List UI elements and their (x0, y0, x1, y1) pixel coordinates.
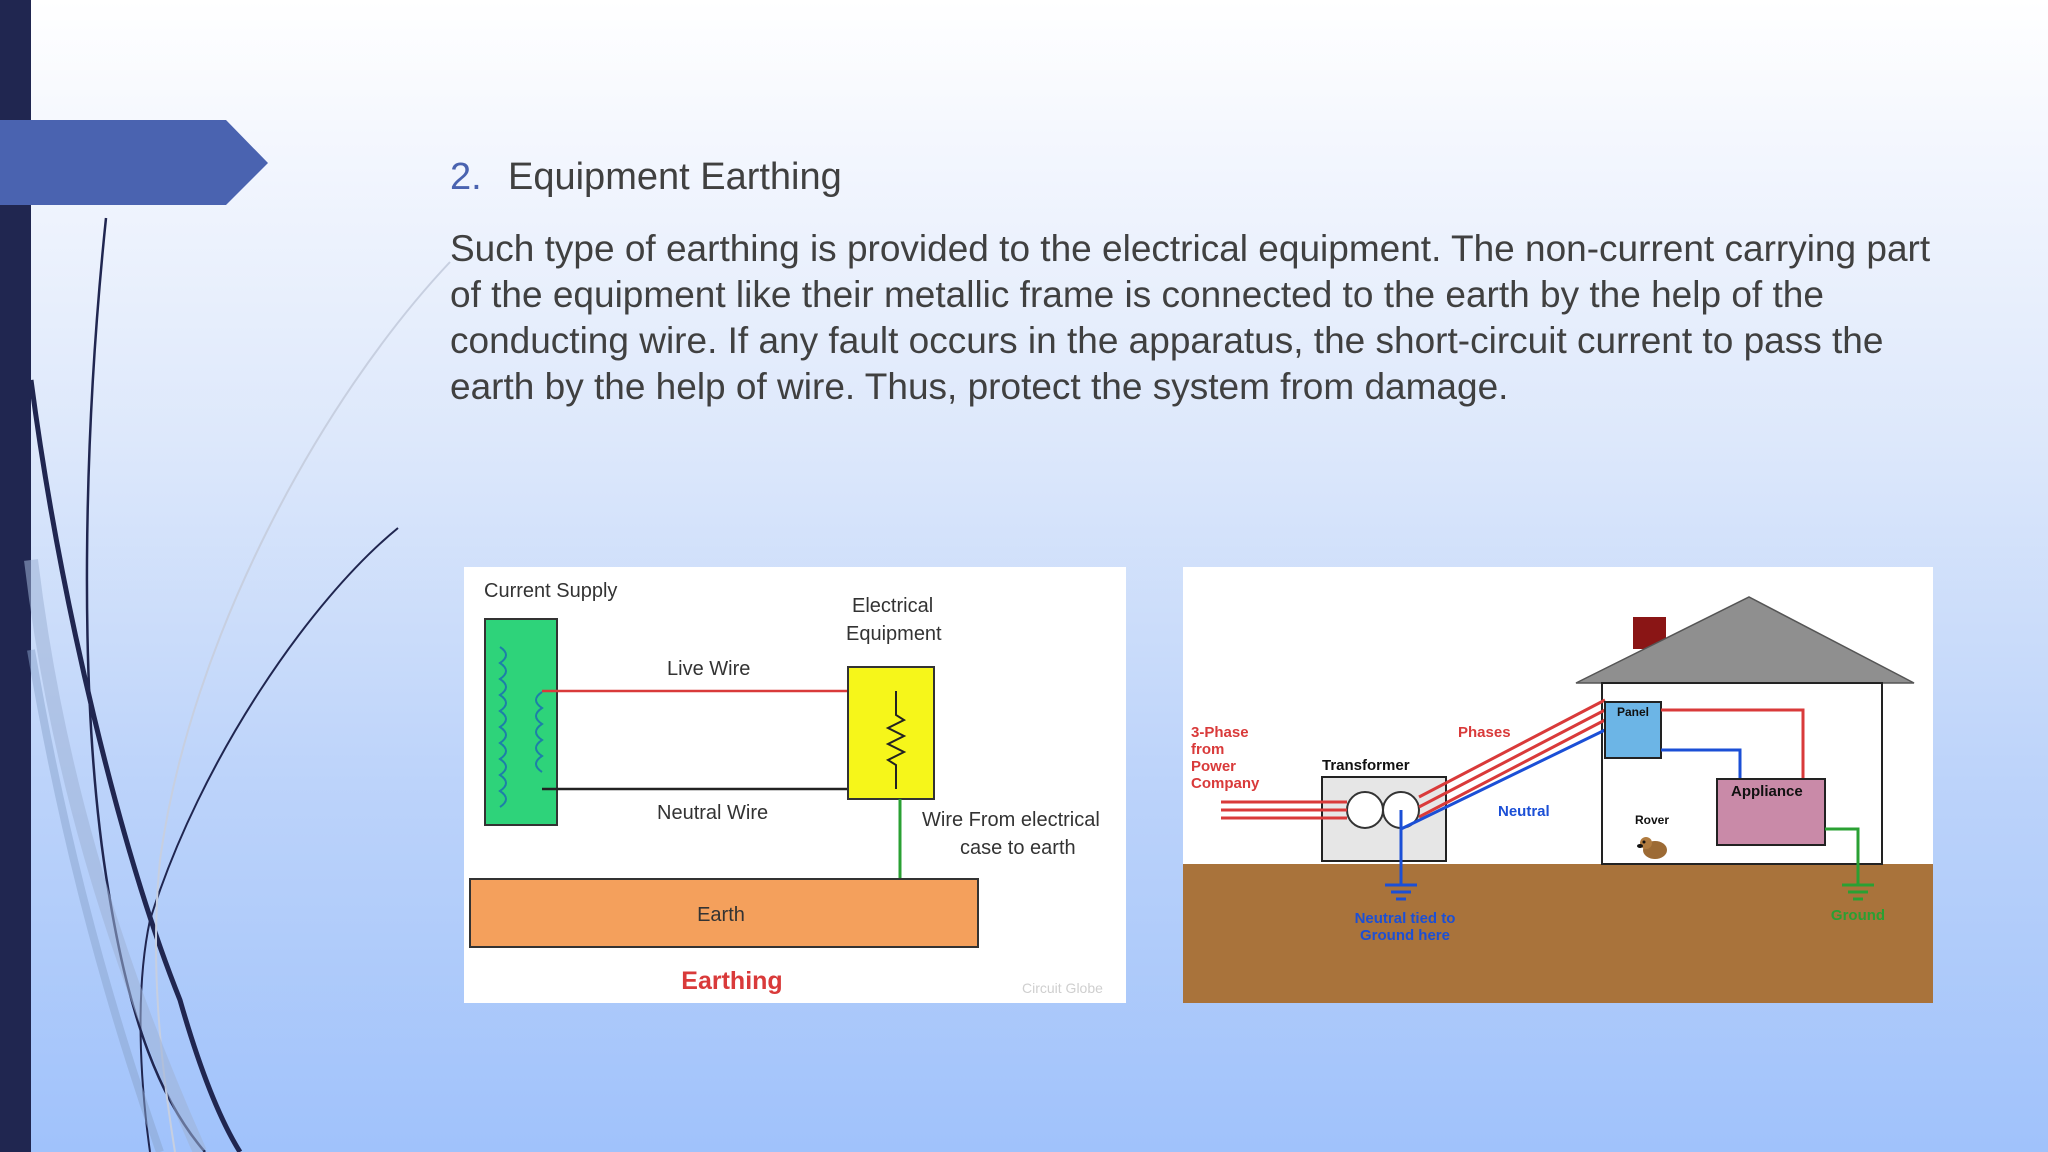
label-three-phase-2: from (1191, 741, 1224, 758)
appliance-box (1716, 778, 1826, 846)
label-current-supply: Current Supply (484, 580, 617, 602)
panel-box (1604, 701, 1662, 759)
supply-coil-right (535, 691, 544, 773)
watermark: Circuit Globe (1022, 980, 1103, 996)
label-wire-from-2: case to earth (960, 837, 1076, 859)
panel-to-appliance-blue (1661, 748, 1742, 779)
decorative-curve (27, 649, 164, 1152)
label-rover: Rover (1635, 813, 1669, 827)
neutral-line (1400, 728, 1606, 831)
phase-line-3 (1418, 718, 1606, 819)
label-live-wire: Live Wire (667, 658, 750, 680)
label-wire-from-1: Wire From electrical (922, 809, 1100, 831)
phase-line-2 (1418, 708, 1606, 809)
earthing-diagram: Current Supply Live Wire Neutral Wire El… (464, 567, 1126, 1003)
label-neutral-tied-2: Ground here (1360, 927, 1450, 944)
equipment-resistor (885, 691, 907, 789)
dog-icon (1637, 837, 1667, 859)
label-three-phase-3: Power (1191, 758, 1236, 775)
label-three-phase-1: 3-Phase (1191, 724, 1249, 741)
appliance-ground-wire (1825, 827, 1860, 885)
section-number: 2. (450, 156, 482, 198)
label-appliance: Appliance (1731, 783, 1803, 800)
decorative-curve (24, 559, 207, 1152)
house-roof (1575, 596, 1915, 684)
decorative-curve (139, 527, 399, 1152)
label-neutral: Neutral (1498, 803, 1550, 820)
figure-caption: Earthing (681, 967, 782, 995)
label-phases: Phases (1458, 724, 1511, 741)
label-earth: Earth (697, 904, 745, 926)
label-ground: Ground (1831, 907, 1885, 924)
supply-coil-left (498, 646, 507, 808)
soil (1183, 864, 1933, 1003)
panel-to-appliance-red (1661, 708, 1805, 779)
decorative-curve (28, 379, 243, 1152)
section-title: 2. Equipment Earthing (450, 156, 842, 199)
label-panel: Panel (1617, 705, 1649, 719)
current-supply-box (484, 618, 558, 826)
accent-arrow-shape (0, 120, 268, 205)
label-neutral-tied-1: Neutral tied to (1355, 910, 1456, 927)
label-three-phase-4: Company (1191, 775, 1260, 792)
section-title-text: Equipment Earthing (508, 156, 842, 198)
phase-line-1 (1418, 698, 1606, 799)
label-equipment: Equipment (846, 623, 942, 645)
transformer-coil-left (1346, 791, 1384, 829)
equipment-box (847, 666, 935, 800)
label-electrical: Electrical (852, 595, 933, 617)
decorative-curve (85, 217, 206, 1152)
body-paragraph: Such type of earthing is provided to the… (450, 228, 1931, 407)
house-grounding-diagram: Panel Appliance Rover 3-Phase from Power… (1183, 567, 1933, 1003)
earth-block (469, 878, 979, 948)
label-neutral-wire: Neutral Wire (657, 802, 768, 824)
decorative-curve (154, 261, 451, 1152)
label-transformer: Transformer (1322, 757, 1410, 774)
